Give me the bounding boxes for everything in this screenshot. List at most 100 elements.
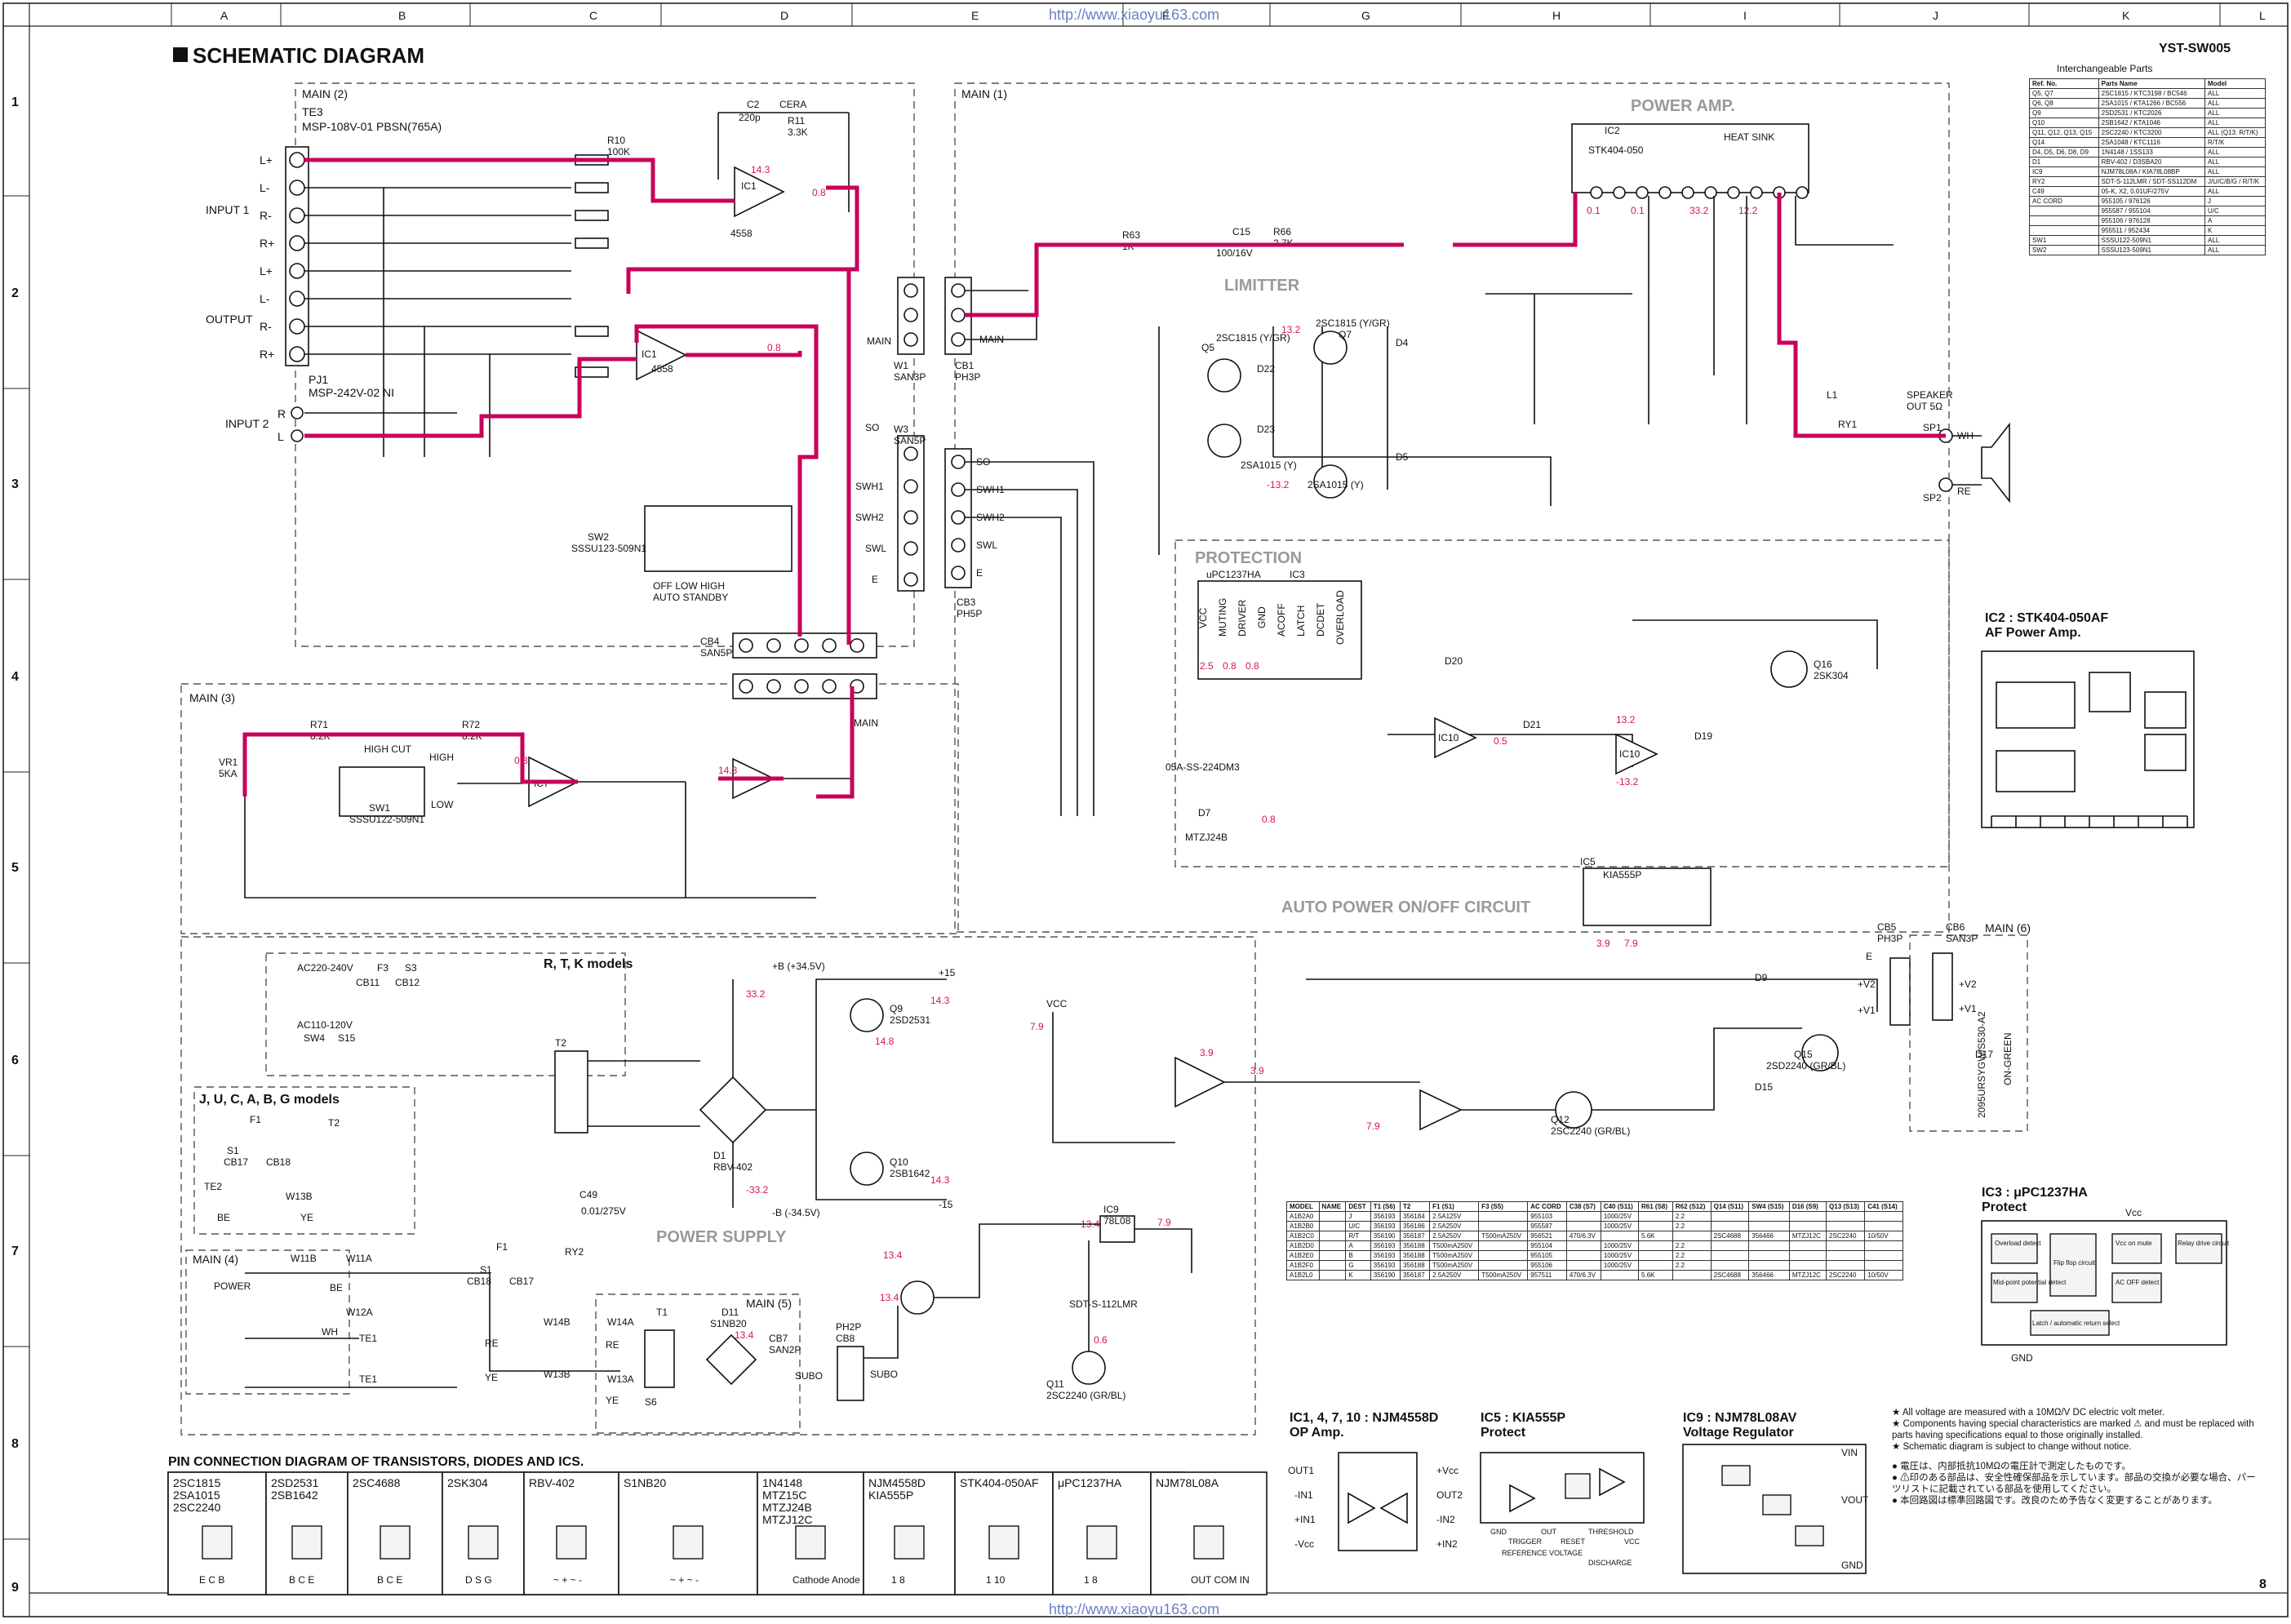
model-table-cell: A1B2B0 [1286, 1221, 1320, 1231]
vplus34-label: +B (+34.5V) [772, 961, 825, 972]
model-table-header-4: T2 [1399, 1201, 1431, 1212]
pj1-part: MSP-242V-02 NI [309, 386, 394, 399]
section-auto-power: VCC Q12 2SC2240 (GR/BL) Q15 2SD2240 (GR/… [1030, 921, 2031, 1143]
ic10-opamp-a [1434, 717, 1477, 759]
ic5-pin-vcc: VCC [1624, 1537, 1641, 1546]
pin-cell-pins: 1 10 [986, 1574, 1006, 1586]
row-4: 4 [11, 670, 19, 684]
parts-table-cell [2029, 206, 2099, 216]
model-table-cell: 2.5A250V [1429, 1231, 1480, 1241]
model-table-cell [1318, 1270, 1347, 1280]
model-table-cell: 957511 [1527, 1270, 1567, 1280]
cb4-pins [739, 638, 864, 653]
model-table-cell: 470/6.3V [1565, 1270, 1601, 1280]
pin-cell-pins: B C E [377, 1574, 402, 1586]
cb5-v1: +V1 [1858, 1005, 1876, 1016]
v-q13-a: 13.4 [883, 1249, 903, 1261]
ic5-pinout: IC5 : KIA555P Protect [1480, 1411, 1645, 1524]
ic3-block-overload: Overload detect [1995, 1240, 2041, 1247]
q10-transistor [850, 1151, 884, 1186]
pin-cell-name: MTZ15C [762, 1489, 806, 1502]
model-table-cell: 356466 [1748, 1231, 1790, 1241]
model-table-cell [1710, 1240, 1750, 1251]
model-table-cell: 956521 [1527, 1231, 1567, 1241]
q12-label: Q12 [1551, 1114, 1570, 1125]
parts-table-cell: J/U/C/B/G / R/T/K [2204, 176, 2266, 187]
model-table-header-12: Q14 (S11) [1710, 1201, 1750, 1212]
model-table-cell [1826, 1221, 1866, 1231]
model-table-cell [1788, 1211, 1827, 1222]
sw2-sub: AUTO STANDBY [653, 592, 728, 603]
note-jp-3: ● 本回路図は標準回路図です。改良のため予告なく変更することがあります。 [1892, 1496, 2218, 1506]
f1-label-main: F1 [496, 1241, 508, 1253]
model-table-cell [1638, 1211, 1673, 1222]
w3-swl-label: SWL [865, 543, 886, 554]
model-table-cell: 2.5A250V [1429, 1221, 1480, 1231]
ic1-pinout-subtitle: OP Amp. [1290, 1426, 1344, 1440]
parts-table-cell: ALL [2204, 98, 2266, 109]
sw2-modes: OFF LOW HIGH [653, 580, 725, 592]
v-ic3-pin4: 0.8 [1245, 660, 1259, 672]
q11-part: 2SC2240 (GR/BL) [1046, 1390, 1126, 1401]
cb7-label: CB7 [769, 1333, 788, 1344]
ic1-pin-vcc-neg: -Vcc [1294, 1538, 1314, 1550]
cb7-subo: SUBO [795, 1370, 823, 1382]
ic5-pin-gnd: GND [1490, 1528, 1507, 1536]
c15-label: C15 [1232, 226, 1250, 237]
w11-be: BE [330, 1282, 343, 1293]
ic3-gnd: GND [2011, 1352, 2033, 1364]
model-table-cell [1864, 1221, 1903, 1231]
model-table-cell: 2.2 [1672, 1221, 1712, 1231]
parts-table-cell: ALL [2204, 186, 2266, 197]
sw1-switch [339, 766, 425, 817]
ic3-block-latch: Latch / automatic return select [2032, 1320, 2120, 1327]
cb8-label: CB8 [836, 1333, 855, 1344]
section-power-supply: POWER SUPPLY R, T, K models AC220-240V A… [180, 936, 1256, 1435]
output-label: OUTPUT [206, 313, 253, 326]
ic1-label-b: IC1 [642, 348, 657, 360]
ry1-part: 05A-SS-224DM3 [1165, 761, 1240, 773]
model-table-cell [1788, 1221, 1827, 1231]
section-main2: MAIN (2) TE3 MSP-108V-01 PBSN(765A) L+ L… [206, 82, 926, 659]
source-url-top: http://www.xiaoyu163.com [1049, 7, 1219, 23]
parts-table-cell: ALL [2204, 245, 2266, 255]
component-package-icon [468, 1525, 499, 1560]
component-package-icon [1193, 1525, 1224, 1560]
model-table-cell: A1B2L0 [1286, 1270, 1320, 1280]
cb4-part: SAN5P [700, 647, 732, 659]
c2-value: 220p [739, 112, 761, 123]
ic9-part: 78L08 [1103, 1215, 1131, 1227]
high-label: HIGH [429, 752, 454, 763]
main6-label: MAIN (6) [1985, 921, 2031, 934]
model-table-header-7: AC CORD [1527, 1201, 1567, 1212]
model-table-cell: 356193 [1370, 1240, 1401, 1251]
parts-table-cell: 955105 / 976126 [2098, 196, 2206, 206]
ry2-part: SDT-S-112LMR [1069, 1298, 1138, 1310]
cb8-connector [837, 1346, 864, 1401]
col-f: F [1162, 9, 1170, 22]
model-table-cell: 356188 [1399, 1240, 1431, 1251]
model-table-cell: 2SC2240 [1826, 1270, 1866, 1280]
q15-transistor [1801, 1034, 1839, 1072]
parts-table-cell: D1 [2029, 157, 2099, 167]
speaker-icon [1981, 422, 2010, 504]
pin-cell-pins: B C E [289, 1574, 314, 1586]
model-table-cell [1638, 1260, 1673, 1271]
cb3-e: E [976, 567, 983, 579]
parts-table-cell: 955587 / 955104 [2098, 206, 2206, 216]
r63-label: R63 [1122, 229, 1140, 241]
model-table-cell: MTZJ12C [1788, 1270, 1827, 1280]
section-main3: MAIN (3) MAIN R71 8.2K R72 8.2K HIGH CUT… [180, 673, 959, 934]
title-square-icon [173, 47, 188, 62]
component-package-icon [202, 1525, 233, 1560]
v-q13-b: 13.4 [880, 1292, 899, 1303]
auto-power-header: AUTO POWER ON/OFF CIRCUIT [1281, 899, 1530, 916]
te3-label: TE3 [302, 105, 323, 118]
ic3-block-acoff: AC OFF detect [2116, 1279, 2160, 1286]
ic3-pin-muting: MUTING [1217, 598, 1228, 637]
parts-table-cell: R/T/K [2204, 137, 2266, 148]
